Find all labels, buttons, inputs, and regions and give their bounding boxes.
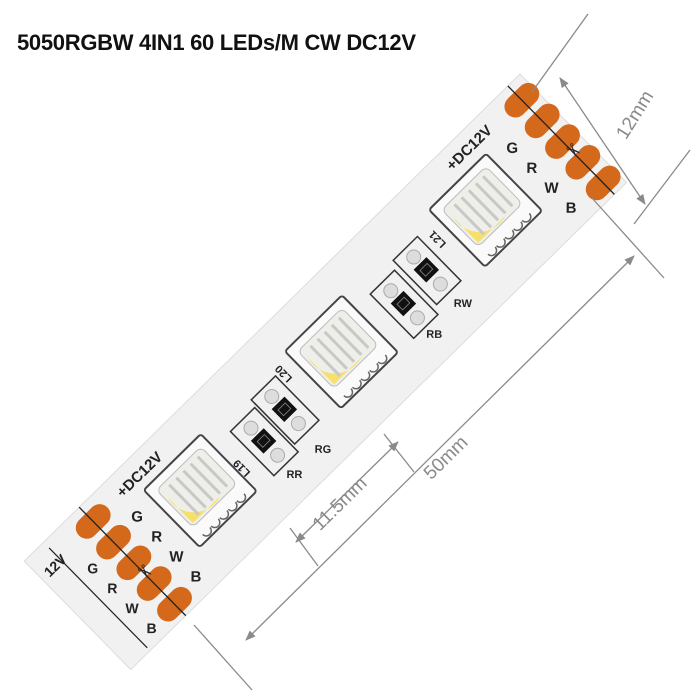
led-lens [158,448,236,526]
led-pin [210,518,221,529]
led-die-stripe [467,189,500,222]
channel-label-g: G [506,140,518,157]
led-die-stripe [189,462,222,495]
channel-label-w: W [169,548,184,565]
led-die-stripe [196,455,229,488]
led-pin [504,229,515,240]
channel-label-b: B [190,568,201,585]
channel-label-r: R [526,160,537,177]
led-lens [443,168,521,245]
led-pin [513,221,523,232]
led-die-stripe [168,483,200,516]
channel-label-w: W [125,600,139,616]
led-die-stripe [182,469,214,502]
led-pin [487,246,498,257]
dimension-length-label: 50mm [420,432,472,484]
end-bracket [48,547,148,649]
resistor-label-rr: RR [286,469,302,481]
led-yellow-chip [167,496,220,524]
product-title: 5050RGBW 4IN1 60 LEDs/M CW DC12V [17,30,416,55]
led-pin [202,526,212,537]
led-die-stripe [453,203,485,236]
cut-line [78,506,187,617]
resistor-label-rb: RB [426,329,442,341]
led-die-stripe [481,175,514,208]
led-die-stripe [474,182,507,215]
dimension-12mm [531,13,691,225]
channel-label-b: B [147,620,157,636]
channel-label-r: R [151,529,162,546]
led-pin [236,493,247,504]
channel-label-r: R [107,580,117,596]
led-strip: ✂✂ +DC12V+DC12V12VGGGRRRWWWBBBL19L20L21R… [23,73,628,671]
led-pin [496,238,506,248]
led-5050 [143,434,257,547]
channel-label-b: B [566,200,577,217]
led-die-stripe [175,476,207,509]
led-pin [521,212,532,223]
dimension-11-5mm [289,433,415,567]
led-5050 [429,153,542,267]
dimension-50mm [193,197,665,691]
led-yellow-chip [452,216,506,243]
led-pin [227,501,238,512]
resistor-label-rg: RG [315,444,332,456]
channel-label-g: G [87,560,98,576]
channel-label-g: G [131,509,143,526]
led-die-stripe [460,196,493,229]
channel-label-w: W [544,180,559,197]
dimension-width-label: 12mm [612,87,658,143]
resistor-label-rw: RW [454,298,473,310]
led-pin [219,510,230,520]
